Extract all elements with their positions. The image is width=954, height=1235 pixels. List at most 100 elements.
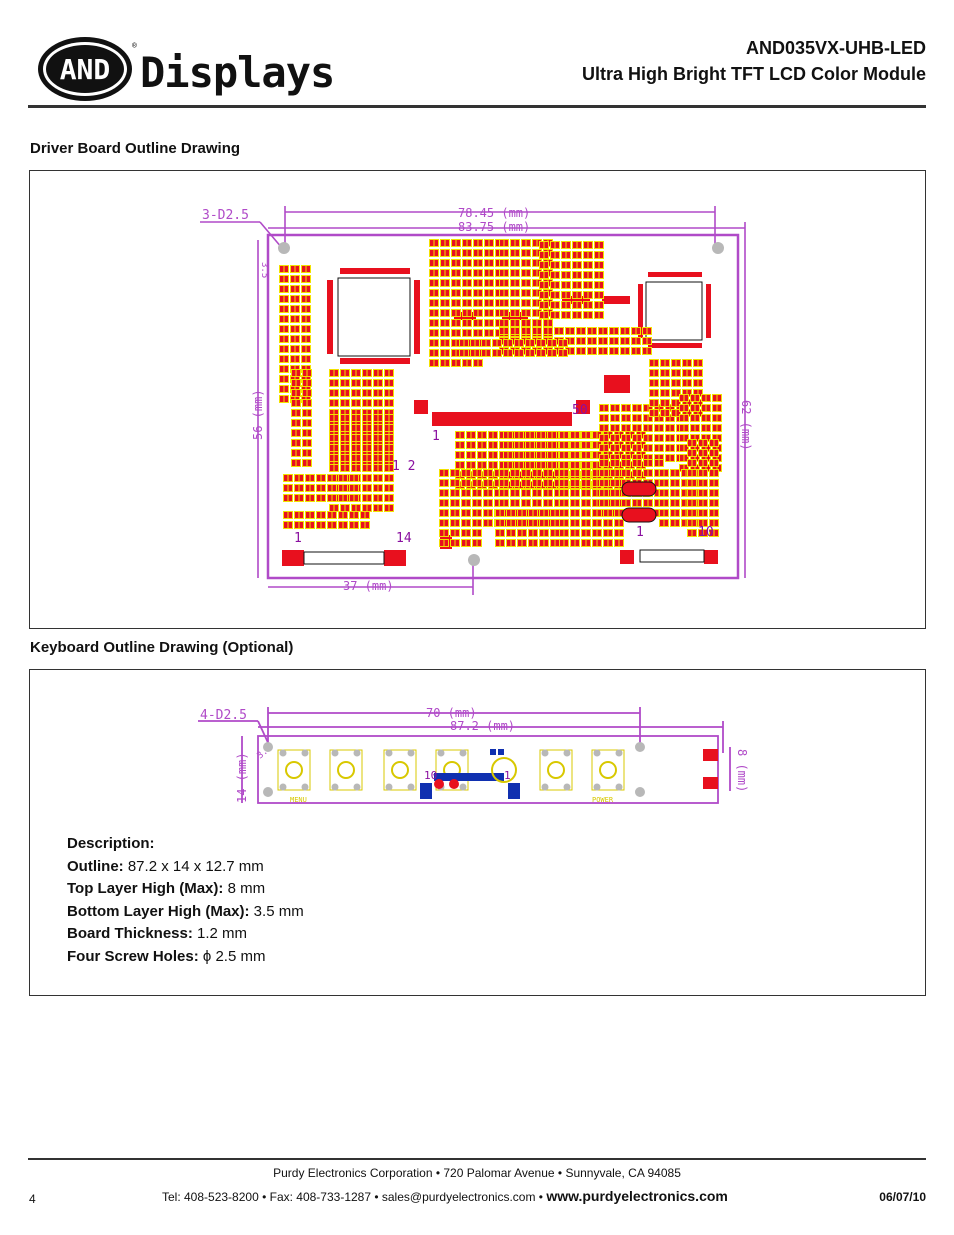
- component-pad: [581, 461, 591, 469]
- component-pad: [560, 510, 564, 516]
- component-pad: [467, 432, 471, 438]
- component-pad: [456, 442, 460, 448]
- component-pad: [692, 460, 696, 466]
- component-pad: [467, 260, 471, 266]
- component-pad: [456, 250, 460, 256]
- component-pad: [521, 269, 531, 277]
- component-pad: [522, 500, 526, 506]
- description-item-label: Bottom Layer High (Max):: [67, 902, 250, 920]
- component-pad: [648, 445, 652, 451]
- component-pad: [603, 348, 607, 354]
- component-pad: [544, 490, 548, 496]
- component-pad: [551, 520, 555, 526]
- component-pad: [280, 356, 284, 362]
- component-pad: [583, 291, 593, 299]
- component-pad: [363, 440, 367, 446]
- component-pad: [683, 390, 687, 396]
- component-pad: [698, 410, 702, 416]
- component-pad: [292, 380, 296, 386]
- component-pad: [378, 495, 382, 501]
- component-pad: [584, 262, 588, 268]
- component-pad: [614, 338, 618, 344]
- component-pad: [327, 474, 337, 482]
- component-pad: [564, 520, 568, 526]
- component-pad: [464, 350, 468, 356]
- description-item-value: 3.5 mm: [249, 902, 304, 920]
- component-pad: [471, 350, 475, 356]
- component-pad: [537, 462, 541, 468]
- component-pad: [477, 451, 487, 459]
- component-pad: [550, 301, 560, 309]
- component-pad: [302, 369, 312, 377]
- component-pad: [676, 410, 680, 416]
- component-pad: [511, 470, 515, 476]
- component-pad: [599, 242, 603, 248]
- component-pad: [581, 479, 591, 487]
- component-pad: [539, 261, 549, 269]
- component-pad: [327, 494, 337, 502]
- component-pad: [644, 470, 648, 476]
- component-pad: [367, 485, 371, 491]
- component-pad: [500, 520, 504, 526]
- component-pad: [703, 450, 707, 456]
- component-pad: [511, 320, 515, 326]
- component-pad: [450, 519, 460, 527]
- component-pad: [455, 520, 459, 526]
- component-pad: [595, 252, 599, 258]
- component-pad: [582, 530, 586, 536]
- component-pad: [518, 540, 522, 546]
- component-pad: [670, 435, 674, 441]
- component-pad: [354, 485, 358, 491]
- component-pad: [582, 510, 586, 516]
- component-pad: [365, 512, 369, 518]
- component-pad: [550, 509, 560, 517]
- component-pad: [604, 480, 608, 486]
- component-pad: [672, 400, 676, 406]
- component-pad: [478, 310, 482, 316]
- component-pad: [330, 410, 334, 416]
- component-pad: [661, 390, 665, 396]
- component-pad: [329, 449, 339, 457]
- component-pad: [609, 347, 619, 355]
- component-pad: [341, 400, 345, 406]
- component-pad: [441, 270, 445, 276]
- component-pad: [575, 480, 579, 486]
- component-pad: [643, 348, 647, 354]
- component-pad: [503, 441, 513, 449]
- component-pad: [588, 252, 592, 258]
- component-pad: [610, 414, 620, 422]
- component-pad: [363, 495, 367, 501]
- component-pad: [506, 519, 516, 527]
- component-pad: [570, 338, 574, 344]
- component-pad: [592, 479, 602, 487]
- component-pad: [429, 249, 439, 257]
- component-pad: [362, 474, 372, 482]
- component-pad: [329, 444, 339, 452]
- description-item: Outline: 87.2 x 14 x 12.7 mm: [67, 856, 304, 879]
- component-pad: [714, 490, 718, 496]
- and-displays-logo: AND ® Displays: [36, 34, 336, 104]
- component-pad: [374, 505, 378, 511]
- component-pad: [621, 499, 631, 507]
- component-pad: [378, 435, 382, 441]
- component-pad: [699, 450, 703, 456]
- component-pad: [533, 500, 537, 506]
- component-pad: [291, 316, 295, 322]
- component-pad: [485, 280, 489, 286]
- component-pad: [683, 360, 687, 366]
- component-pad: [441, 290, 445, 296]
- component-pad: [473, 329, 483, 337]
- footer-website-link[interactable]: www.purdyelectronics.com: [546, 1188, 728, 1204]
- component-pad: [496, 260, 500, 266]
- component-pad: [473, 510, 477, 516]
- component-pad: [441, 250, 445, 256]
- component-pad: [552, 462, 556, 468]
- component-pad: [536, 461, 546, 469]
- component-pad: [664, 490, 668, 496]
- component-pad: [373, 409, 383, 417]
- component-pad: [345, 380, 349, 386]
- component-pad: [429, 239, 439, 247]
- component-pad: [594, 251, 604, 259]
- component-pad: [329, 379, 339, 387]
- component-pad: [504, 350, 508, 356]
